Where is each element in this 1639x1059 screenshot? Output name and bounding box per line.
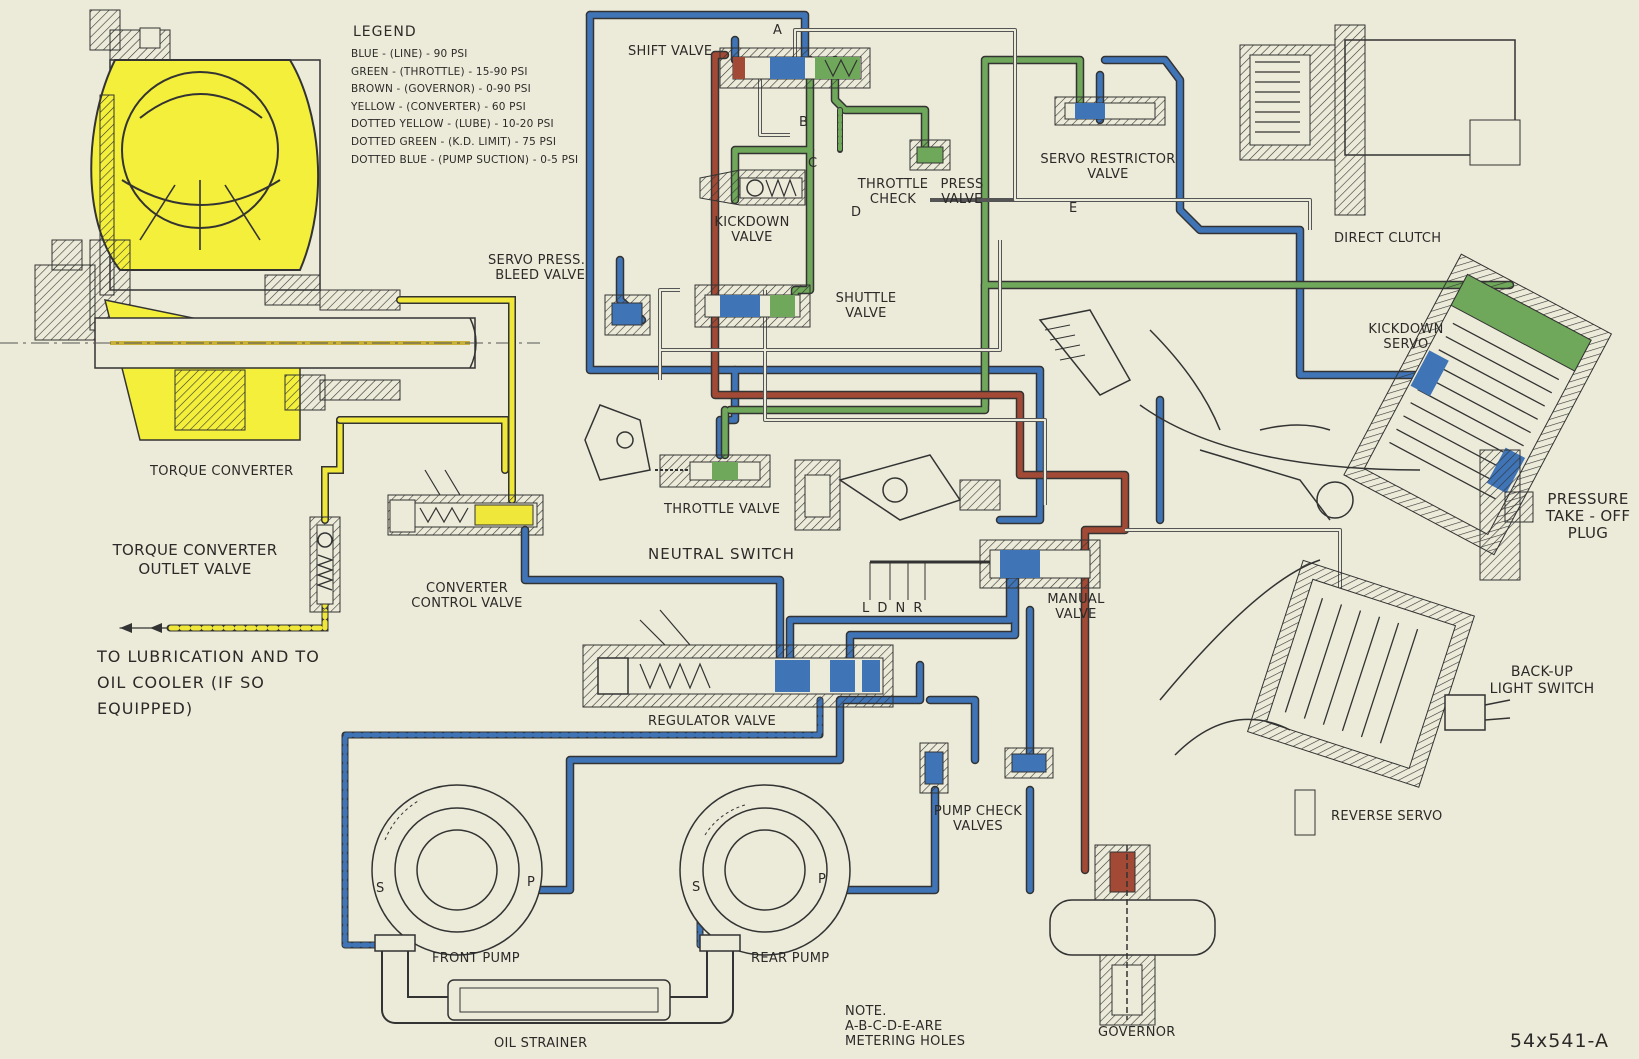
- label-regulator-valve: REGULATOR VALVE: [648, 714, 776, 729]
- label-governor: GOVERNOR: [1098, 1025, 1176, 1040]
- throttle-check-body: [909, 139, 951, 171]
- governor-lines: [710, 50, 1130, 875]
- figure-code: 54x541-A: [1509, 1030, 1609, 1052]
- legend-title: LEGEND: [353, 24, 417, 40]
- legend-item: DOTTED YELLOW - (LUBE) - 10-20 PSI: [351, 118, 554, 131]
- band-linkage: [1038, 309, 1421, 521]
- servo-restrictor-body: [1054, 96, 1166, 126]
- legend-item: DOTTED BLUE - (PUMP SUCTION) - 0-5 PSI: [351, 153, 579, 166]
- metering-hole-a: A: [773, 23, 783, 38]
- shuttle-valve-body: [694, 284, 811, 328]
- backup-switch: [1159, 559, 1511, 836]
- regulator-valve-body: [582, 609, 894, 708]
- converter-control-valve: [387, 469, 544, 536]
- tc-outlet-valve: [309, 516, 341, 613]
- pumps: [371, 784, 851, 956]
- servo-bleed-body: [604, 294, 651, 336]
- throttle-valve-body: [584, 404, 771, 488]
- label-oil-strainer: OIL STRAINER: [494, 1036, 588, 1051]
- pressure-plug: [1479, 449, 1534, 581]
- front-pump-suction-port: S: [376, 881, 385, 896]
- shift-valve-body: [719, 47, 871, 89]
- manual-valve-body: [869, 539, 1101, 600]
- oil-strainer: [374, 934, 741, 1024]
- metering-hole-e: E: [1069, 201, 1078, 216]
- legend: BLUE - (LINE) - 90 PSI GREEN - (THROTTLE…: [351, 46, 578, 169]
- governor: [1049, 844, 1216, 1026]
- rear-pump-pressure-port: P: [818, 872, 827, 887]
- direct-clutch: [1239, 24, 1521, 216]
- legend-item: BLUE - (LINE) - 90 PSI: [351, 48, 468, 60]
- label-ldnr: L D N R: [862, 601, 925, 616]
- front-pump-pressure-port: P: [527, 875, 536, 890]
- torque-converter: [0, 9, 540, 441]
- label-torque-converter: TORQUE CONVERTER: [150, 464, 294, 479]
- label-throttle-valve: THROTTLE VALVE: [664, 502, 781, 517]
- legend-item: DOTTED GREEN - (K.D. LIMIT) - 75 PSI: [351, 135, 557, 148]
- legend-item: YELLOW - (CONVERTER) - 60 PSI: [351, 100, 526, 113]
- neutral-switch-body: [794, 454, 1001, 531]
- metering-hole-b: B: [799, 115, 809, 130]
- legend-item: GREEN - (THROTTLE) - 15-90 PSI: [351, 65, 528, 78]
- kickdown-valve-body: [699, 169, 806, 206]
- label-shift-valve: SHIFT VALVE: [628, 44, 713, 59]
- rear-pump-suction-port: S: [692, 880, 701, 895]
- label-rear-pump: REAR PUMP: [751, 951, 830, 966]
- metering-hole-d: D: [851, 205, 862, 220]
- label-neutral-switch: NEUTRAL SWITCH: [648, 545, 795, 563]
- label-reverse-servo: REVERSE SERVO: [1331, 809, 1443, 824]
- legend-item: BROWN - (GOVERNOR) - 0-90 PSI: [351, 83, 531, 96]
- label-front-pump: FRONT PUMP: [432, 951, 520, 966]
- metering-hole-c: C: [808, 156, 818, 171]
- label-direct-clutch: DIRECT CLUTCH: [1334, 231, 1442, 246]
- pump-check-bodies: [919, 742, 1054, 794]
- label-servo-press-bleed: SERVO PRESS.BLEED VALVE: [488, 253, 586, 283]
- reverse-servo: [1246, 559, 1476, 788]
